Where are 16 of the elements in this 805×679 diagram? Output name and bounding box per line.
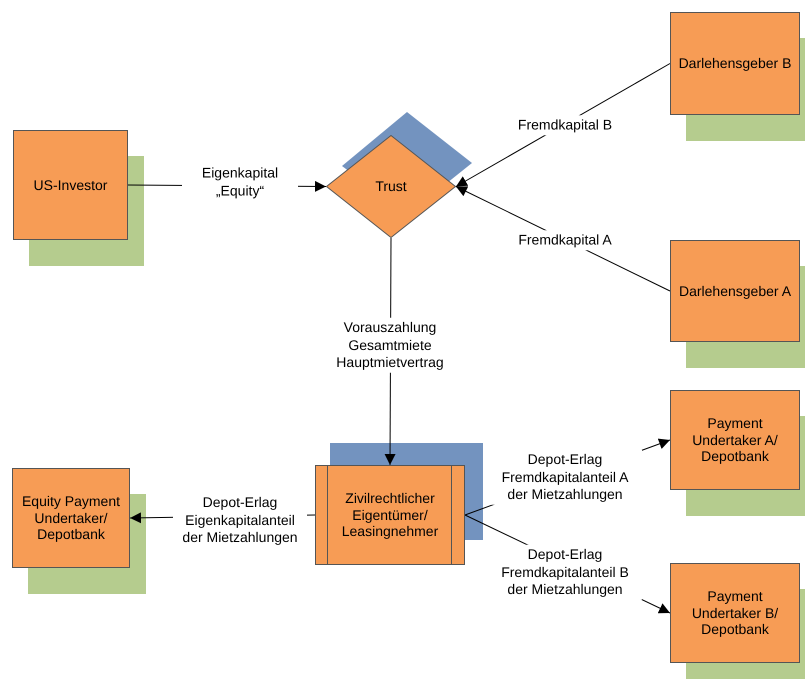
process-box [670, 390, 800, 490]
process-box [13, 130, 128, 240]
process-box [670, 563, 800, 663]
box-label: Zivilrechtlicher Eigentümer/ Leasingnehmer [340, 490, 440, 540]
process-box [315, 465, 465, 565]
decision-diamond [326, 135, 456, 238]
box-label: Payment Undertaker B/ Depotbank [690, 588, 780, 638]
process-box [12, 468, 130, 568]
box-label: Darlehensgeber A [678, 282, 792, 300]
box-label: US-Investor [32, 176, 108, 194]
box-label: Equity Payment Undertaker/ Depotbank [20, 492, 122, 544]
box-label: Payment Undertaker A/ Depotbank [691, 414, 779, 466]
box-label: Trust [374, 178, 408, 195]
process-box [670, 240, 800, 342]
box-label: Darlehensgeber B [678, 55, 792, 72]
process-box [670, 12, 800, 115]
